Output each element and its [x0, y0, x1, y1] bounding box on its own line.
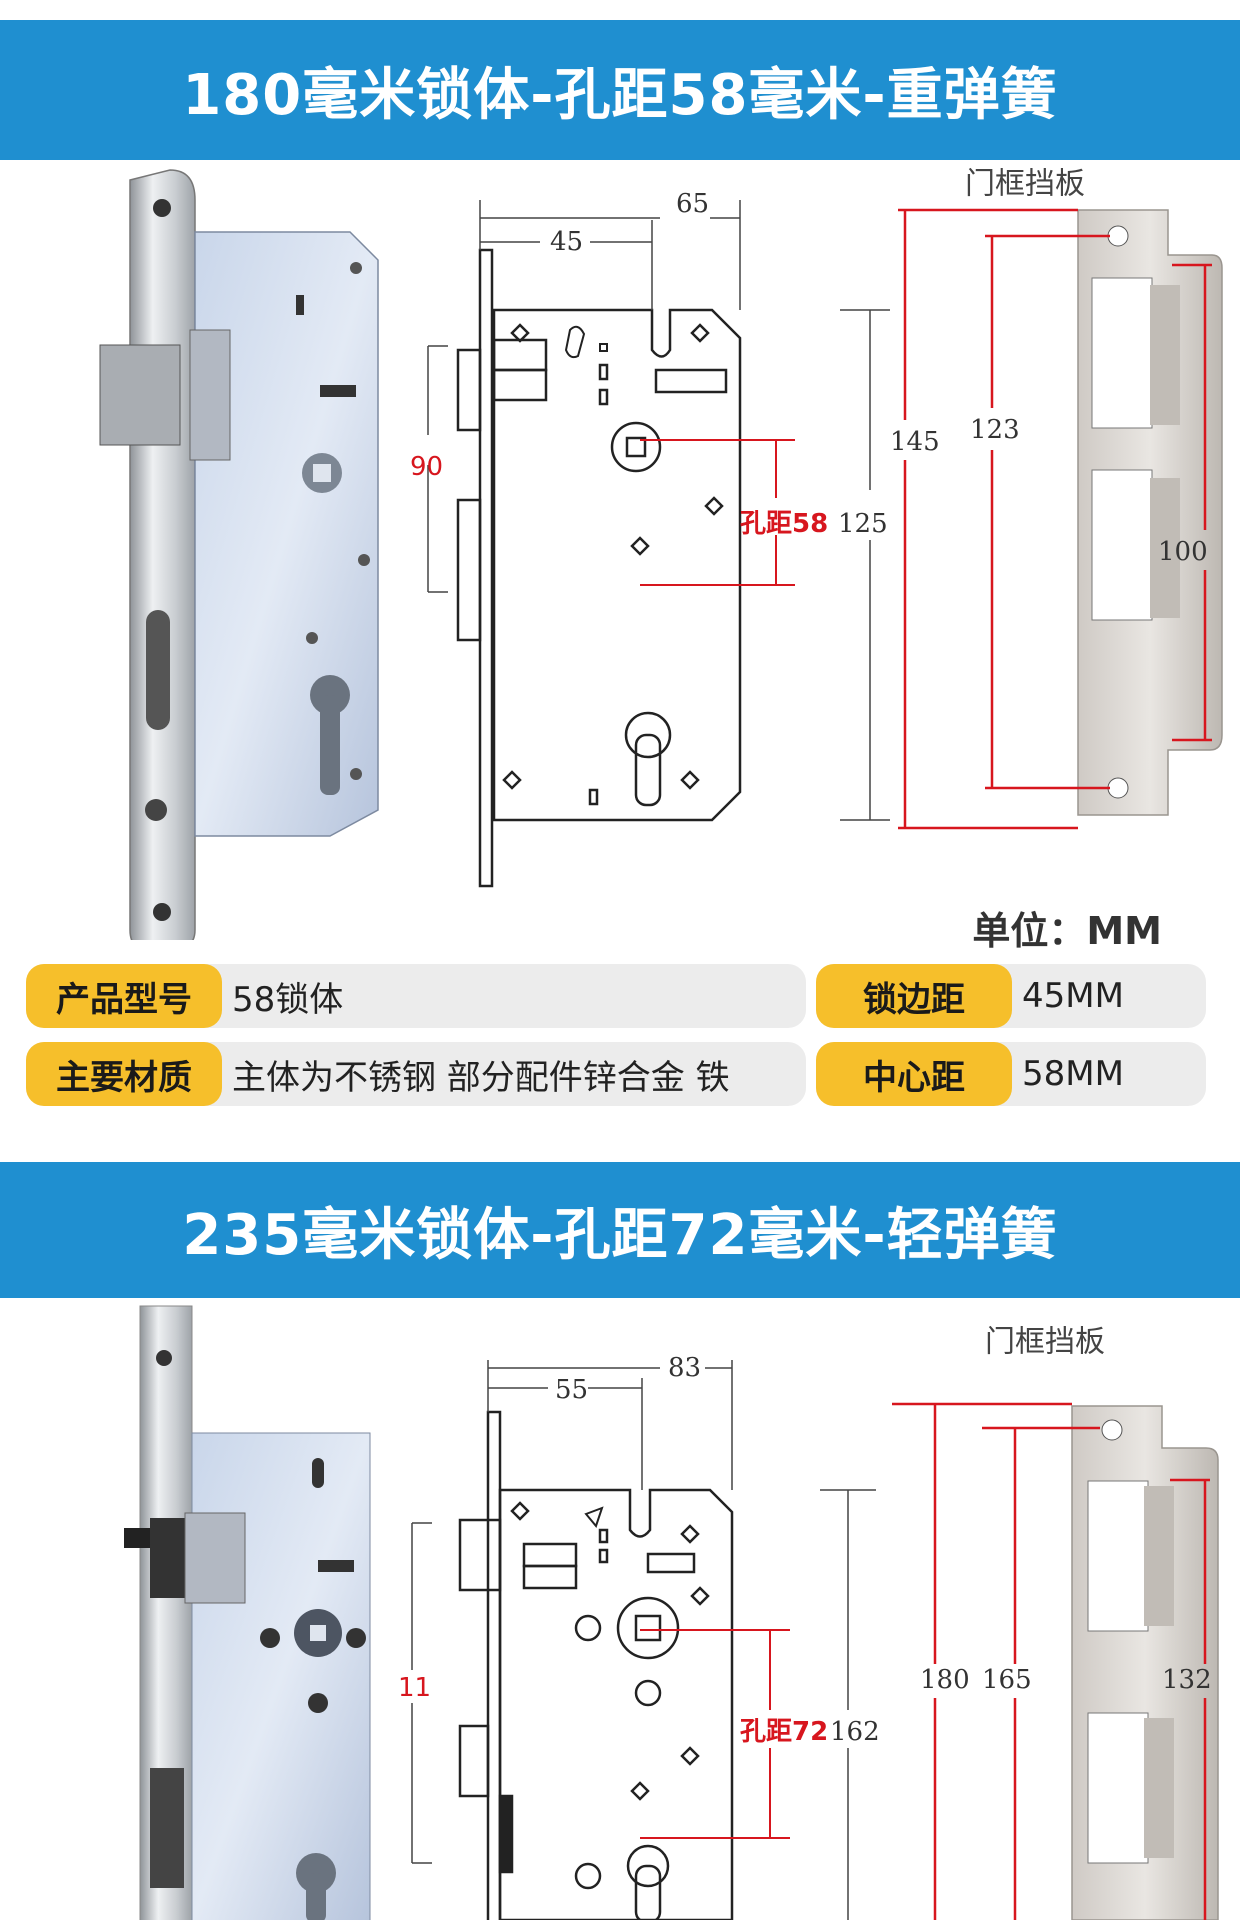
- lock-line-drawing-2: [458, 1410, 734, 1920]
- hole-distance-label-2: 孔距72: [740, 1717, 828, 1747]
- hole-distance-label: 孔距58: [740, 509, 828, 539]
- spec-key-model: 产品型号: [26, 964, 222, 1028]
- strike-plate-title: 门框挡板: [965, 167, 1085, 202]
- dim-132: 132: [1162, 1665, 1212, 1695]
- section1-body: 65 45 90 孔距58 125 门框挡板 145 123: [0, 160, 1240, 953]
- lock-line-drawing: [456, 248, 742, 888]
- dim-90: 90: [410, 452, 443, 482]
- spec-key-center: 中心距: [816, 1042, 1012, 1106]
- section1-banner: 180毫米锁体-孔距58毫米-重弹簧: [0, 20, 1240, 160]
- section2-title: 235毫米锁体-孔距72毫米-轻弹簧: [182, 1202, 1058, 1268]
- dim-100: 100: [1158, 537, 1208, 567]
- unit-label: 单位：MM: [972, 909, 1162, 953]
- dim-125: 125: [838, 509, 888, 539]
- dim-180: 180: [920, 1665, 970, 1695]
- section2-banner: 235毫米锁体-孔距72毫米-轻弹簧: [0, 1162, 1240, 1298]
- spec-row-center: 中心距 58MM: [816, 1042, 1206, 1106]
- dim-145: 145: [890, 427, 940, 457]
- strike-plate-title-2: 门框挡板: [985, 1325, 1105, 1360]
- spec-val-model: 58锁体: [232, 979, 344, 1020]
- dim-lines: [427, 200, 890, 821]
- spec-val-center: 58MM: [1022, 1054, 1124, 1094]
- lock-body-photo-2: [124, 1305, 371, 1920]
- dim-45: 45: [550, 227, 583, 257]
- dim-55: 55: [555, 1375, 588, 1405]
- spec-key-backset: 锁边距: [816, 964, 1012, 1028]
- section1-title: 180毫米锁体-孔距58毫米-重弹簧: [182, 62, 1058, 128]
- hole-distance-lines: [640, 439, 795, 586]
- section2-body: 83 55 11 孔距72 162 门框挡板 180 165 132: [0, 1298, 1240, 1920]
- dim-123: 123: [970, 415, 1020, 445]
- dim-lines-2: [411, 1360, 876, 1920]
- strike-plate-dim-lines-2: [892, 1402, 1210, 1920]
- lock-body-photo: [99, 169, 379, 940]
- hole-distance-lines-2: [640, 1629, 790, 1839]
- spec-row-backset: 锁边距 45MM: [816, 964, 1206, 1028]
- strike-plate-photo-2: [1071, 1405, 1219, 1920]
- spec-val-material: 主体为不锈钢 部分配件锌合金 铁: [232, 1057, 730, 1098]
- dim-65: 65: [676, 189, 709, 219]
- dim-83: 83: [668, 1353, 701, 1383]
- section1-diagram: 65 45 90 孔距58 125 门框挡板 145 123: [99, 167, 1223, 940]
- spec-val-backset: 45MM: [1022, 976, 1124, 1016]
- dim-11: 11: [398, 1673, 431, 1703]
- spec-row-material: 主要材质 主体为不锈钢 部分配件锌合金 铁: [26, 1042, 806, 1106]
- spec-row-model: 产品型号 58锁体: [26, 964, 806, 1028]
- dim-165: 165: [982, 1665, 1032, 1695]
- dim-162: 162: [830, 1717, 880, 1747]
- spec-key-material: 主要材质: [26, 1042, 222, 1106]
- strike-plate-photo: [1077, 209, 1223, 816]
- section2-diagram: 83 55 11 孔距72 162 门框挡板 180 165 132: [124, 1305, 1219, 1920]
- strike-plate-dim-lines: [898, 208, 1212, 830]
